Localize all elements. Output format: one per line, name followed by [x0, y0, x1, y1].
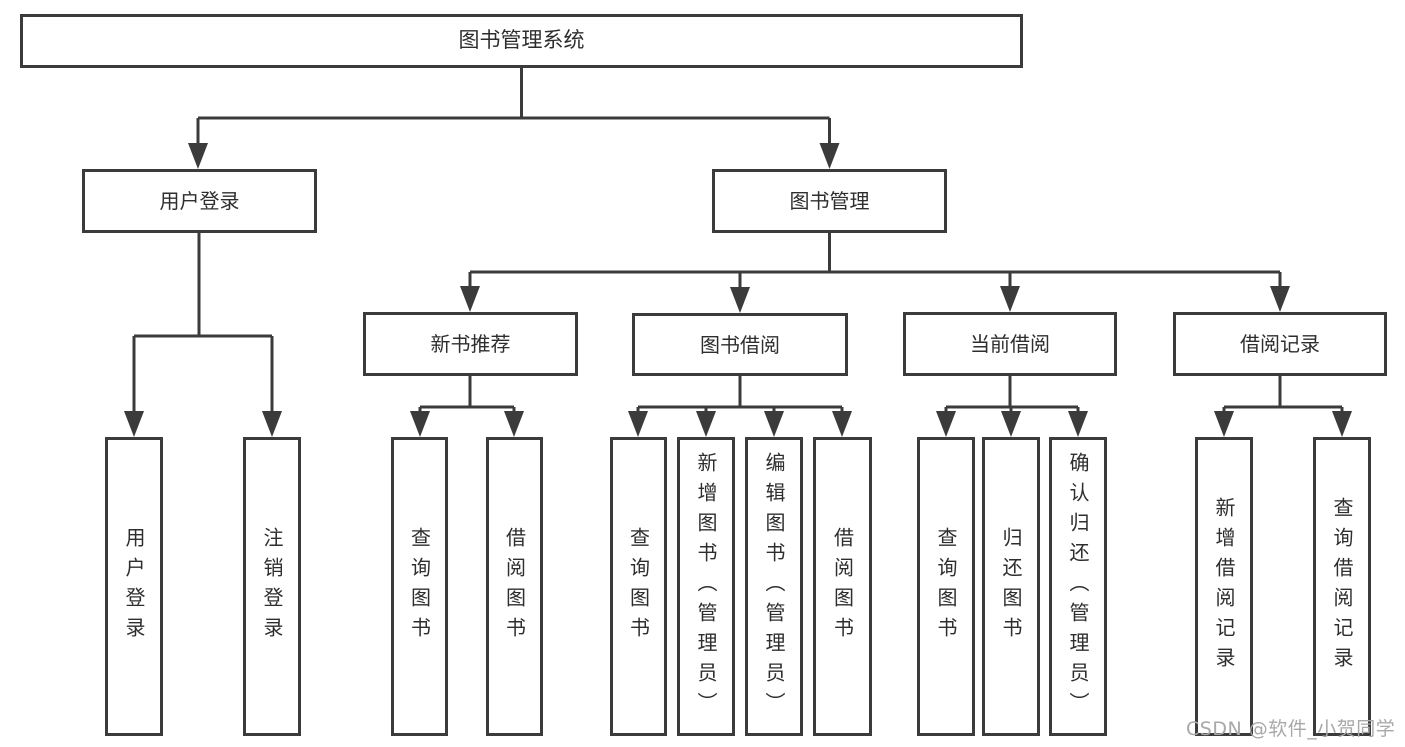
- arrowhead-icon: [1001, 411, 1021, 437]
- node-book-borrowing: 图书借阅: [632, 313, 848, 376]
- arrowhead-icon: [1068, 411, 1088, 437]
- node-borrowing-records: 借阅记录: [1173, 312, 1387, 376]
- arrowhead-icon: [628, 411, 648, 437]
- arrowhead-icon: [832, 411, 852, 437]
- node-leaf-add-books-admin: 新增图书（管理员）: [677, 437, 735, 736]
- node-leaf-query-borrow-record: 查询借阅记录: [1313, 437, 1371, 736]
- arrowhead-icon: [819, 143, 840, 169]
- arrowhead-icon: [1332, 411, 1352, 437]
- arrowhead-icon: [764, 411, 784, 437]
- node-leaf-borrow-books-recommend: 借阅图书: [486, 437, 543, 736]
- node-leaf-user-login: 用户登录: [105, 437, 163, 736]
- node-leaf-edit-books-admin: 编辑图书（管理员）: [745, 437, 803, 736]
- arrowhead-icon: [460, 286, 480, 312]
- arrowhead-icon: [262, 411, 282, 437]
- arrowhead-icon: [410, 411, 430, 437]
- node-root-library-system: 图书管理系统: [20, 14, 1023, 68]
- node-leaf-return-books: 归还图书: [982, 437, 1040, 736]
- arrowhead-icon: [1270, 286, 1290, 312]
- csdn-watermark: CSDN @软件_小贺同学: [1186, 718, 1396, 740]
- arrowhead-icon: [936, 411, 956, 437]
- connector: [132, 68, 1344, 413]
- node-new-book-recommend: 新书推荐: [363, 312, 578, 376]
- arrowhead-icon: [1000, 286, 1020, 312]
- arrowhead-icon: [1214, 411, 1234, 437]
- node-leaf-add-borrow-record: 新增借阅记录: [1195, 437, 1253, 736]
- node-leaf-query-books-borrow: 查询图书: [610, 437, 667, 736]
- node-leaf-logout: 注销登录: [243, 437, 301, 736]
- node-leaf-borrow-books: 借阅图书: [813, 437, 872, 736]
- node-current-borrowing: 当前借阅: [903, 312, 1117, 376]
- arrowhead-icon: [124, 411, 144, 437]
- arrowhead-icon: [696, 411, 716, 437]
- node-leaf-query-books-current: 查询图书: [917, 437, 975, 736]
- arrowhead-icon: [188, 143, 208, 169]
- arrowhead-icon: [730, 287, 750, 313]
- node-leaf-query-books-recommend: 查询图书: [391, 437, 448, 736]
- node-book-management: 图书管理: [712, 169, 947, 233]
- node-user-login: 用户登录: [82, 169, 317, 233]
- arrowhead-icon: [504, 411, 524, 437]
- node-leaf-confirm-return-admin: 确认归还（管理员）: [1049, 437, 1107, 736]
